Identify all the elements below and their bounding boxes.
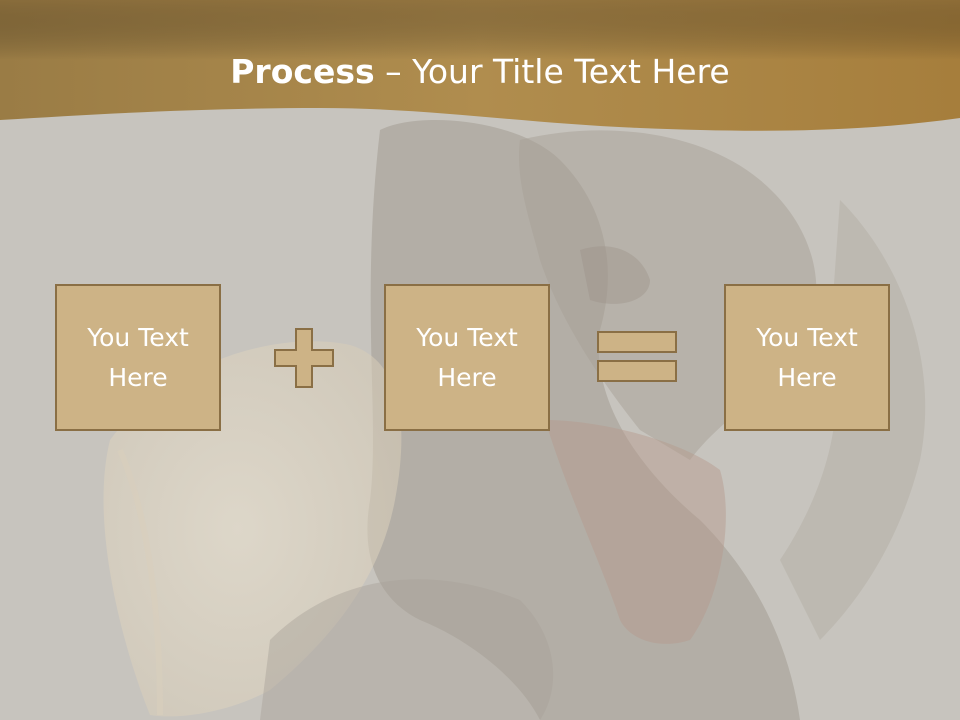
process-box-1-text: You Text Here [87,322,189,392]
slide-title: Process – Your Title Text Here [0,52,960,91]
title-dash: – [374,52,413,91]
process-box-2[interactable]: You Text Here [384,284,550,431]
process-box-3-text: You Text Here [756,322,858,392]
title-text: Your Title Text Here [412,52,730,91]
equals-icon [597,331,677,382]
process-box-1[interactable]: You Text Here [55,284,221,431]
title-bold: Process [230,52,375,91]
process-box-2-text: You Text Here [416,322,518,392]
process-box-3[interactable]: You Text Here [724,284,890,431]
plus-icon [274,328,334,388]
